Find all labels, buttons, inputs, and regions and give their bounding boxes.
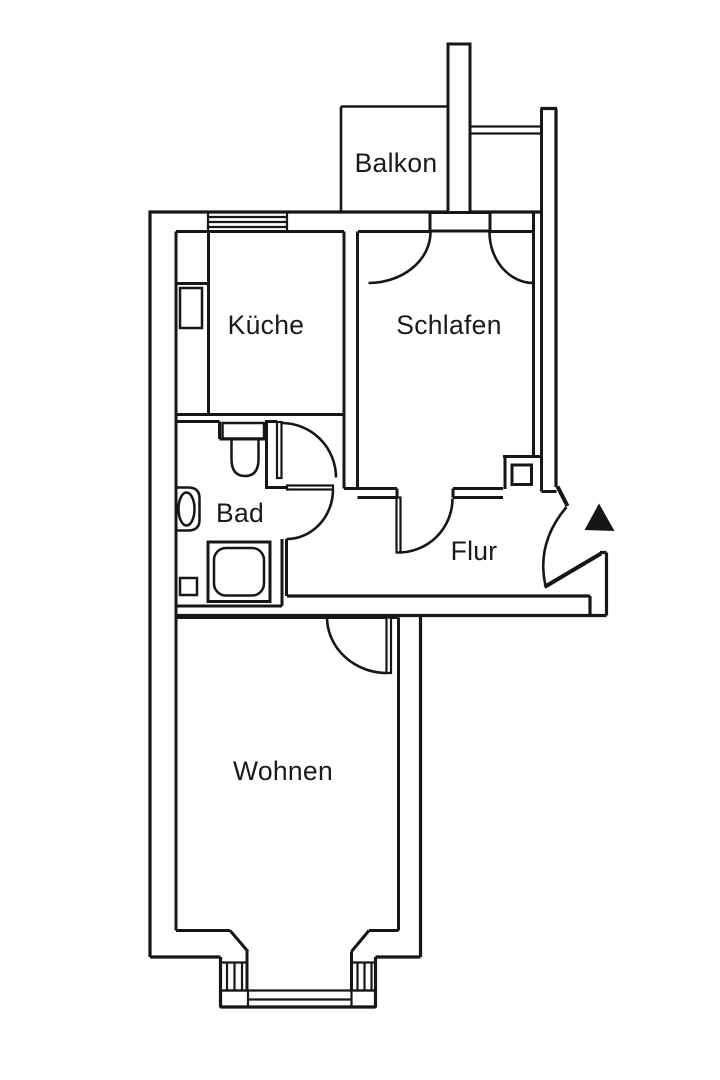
toilet-cistern-icon xyxy=(221,421,266,440)
door-swing-icon xyxy=(281,421,338,478)
kitchen-door xyxy=(275,420,338,480)
entrance-arrow-icon xyxy=(584,503,615,531)
door-leaf xyxy=(395,496,402,554)
bay-window-icon xyxy=(219,961,377,1009)
door-leaf xyxy=(385,616,393,675)
exterior-walls xyxy=(148,106,609,1009)
entrance-door xyxy=(542,506,603,589)
radiator-icon xyxy=(178,286,204,330)
door-swing-icon xyxy=(325,617,387,675)
toilet-icon xyxy=(221,421,266,478)
door-swing-icon xyxy=(488,231,534,285)
chimney-shaft-icon xyxy=(446,42,472,217)
room-label-schlafen: Schlafen xyxy=(396,310,502,340)
living-room-door xyxy=(325,616,393,675)
pillar-icon xyxy=(510,463,533,486)
door-swing-icon xyxy=(286,489,335,541)
room-label-balkon: Balkon xyxy=(355,148,438,178)
door-leaf xyxy=(543,551,603,589)
balcony-outline xyxy=(339,105,450,212)
door-swing-icon xyxy=(368,231,432,285)
washbasin-icon xyxy=(176,486,201,532)
bedroom-door xyxy=(395,496,454,554)
balcony-railing-icon xyxy=(467,125,542,135)
bath-door xyxy=(285,484,335,541)
room-label-kueche: Küche xyxy=(228,310,305,340)
balcony-door-threshold xyxy=(428,211,492,233)
room-labels: Balkon Küche Schlafen Bad Flur Wohnen xyxy=(216,148,502,786)
room-label-bad: Bad xyxy=(216,498,264,528)
door-leaf xyxy=(275,420,283,480)
balcony-door xyxy=(368,211,534,285)
floor-drain-icon xyxy=(178,576,199,597)
shower-icon xyxy=(206,540,272,603)
room-label-flur: Flur xyxy=(451,536,498,566)
entrance-jamb-wall xyxy=(555,485,570,507)
door-swing-icon xyxy=(398,498,454,554)
room-label-wohnen: Wohnen xyxy=(233,756,333,786)
interior-walls xyxy=(174,108,557,990)
kitchen-window-icon xyxy=(206,212,289,232)
door-swing-icon xyxy=(542,506,568,586)
door-leaf xyxy=(285,484,335,491)
